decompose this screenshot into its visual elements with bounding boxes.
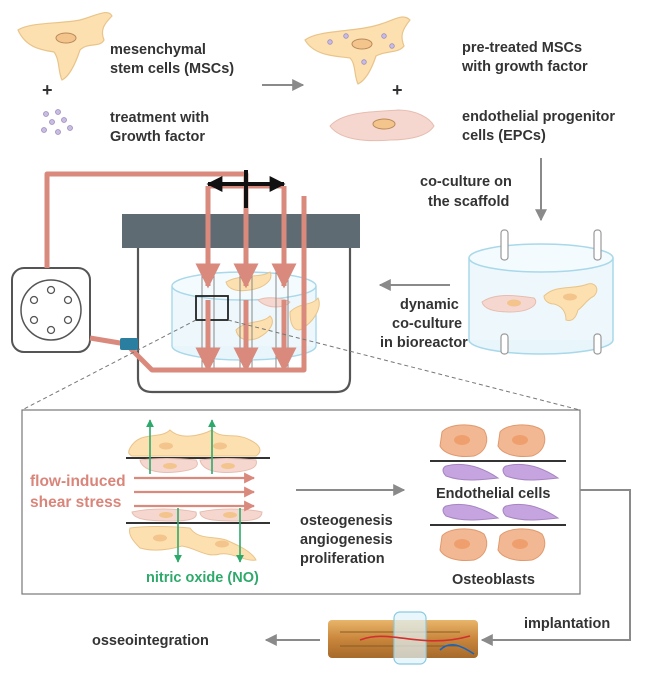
label-pretreated-1: pre-treated MSCs	[462, 40, 582, 56]
tube-connector	[120, 338, 138, 350]
magnification-box	[195, 295, 229, 321]
label-msc-1: mesenchymal	[110, 42, 206, 58]
label-dynamic-3: in bioreactor	[380, 335, 468, 351]
label-coculture-2: the scaffold	[428, 194, 509, 210]
zoom-line-left	[21, 319, 197, 411]
detail-msc-bottom	[129, 508, 263, 561]
label-dynamic-2: co-culture	[392, 316, 462, 332]
epc-cell-icon	[329, 109, 435, 142]
label-pretreated-2: with growth factor	[461, 59, 588, 75]
plus-sign-2: +	[392, 80, 403, 100]
label-dynamic-1: dynamic	[400, 297, 459, 313]
label-outcome-3: proliferation	[300, 551, 385, 567]
label-gf-2: Growth factor	[110, 129, 205, 145]
pump-icon	[11, 267, 91, 353]
label-osteoblasts: Osteoblasts	[452, 572, 535, 588]
detail-msc-top	[128, 429, 261, 473]
label-flow-2: shear stress	[30, 494, 121, 511]
label-flow-1: flow-induced	[30, 473, 126, 490]
scaffold-icon	[468, 229, 614, 355]
label-outcome-2: angiogenesis	[300, 532, 393, 548]
label-osseointegration: osseointegration	[92, 633, 209, 649]
arrow-implantation	[480, 489, 631, 646]
label-endothelial: Endothelial cells	[436, 486, 550, 502]
bioreactor-icon	[122, 214, 360, 394]
growth-factor-dots-icon	[41, 109, 73, 135]
plus-sign-1: +	[42, 80, 53, 100]
pretreated-msc-icon	[304, 16, 411, 85]
label-outcome-1: osteogenesis	[300, 513, 393, 529]
osteoblast-icon	[439, 424, 546, 561]
label-nitric-oxide: nitric oxide (NO)	[146, 570, 259, 586]
msc-cell-icon	[17, 12, 113, 81]
label-gf-1: treatment with	[110, 110, 209, 126]
flow-arrows	[134, 472, 256, 512]
label-implantation: implantation	[524, 616, 610, 632]
nitric-oxide-arrows	[146, 419, 244, 563]
implant-icon	[328, 611, 478, 665]
flow-control-icon	[206, 170, 286, 208]
label-msc-2: stem cells (MSCs)	[110, 61, 234, 77]
label-epc-2: cells (EPCs)	[462, 128, 546, 144]
zoom-line-right	[227, 319, 581, 411]
endothelial-walls	[430, 460, 566, 526]
label-epc-1: endothelial progenitor	[462, 109, 615, 125]
endothelial-cell-icon	[442, 464, 560, 521]
label-coculture-1: co-culture on	[420, 174, 512, 190]
